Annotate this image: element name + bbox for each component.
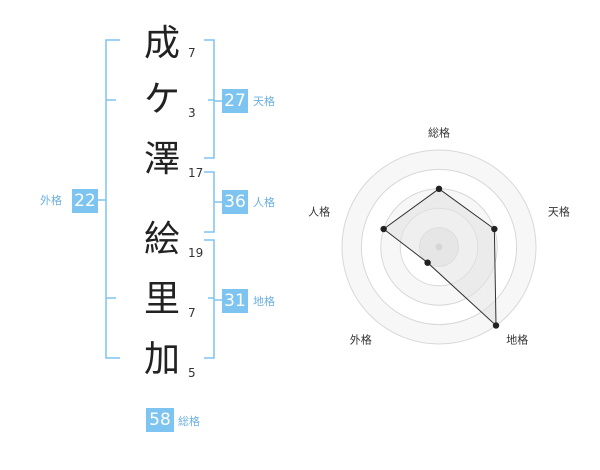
radar-point-2 bbox=[491, 225, 498, 233]
radar-point-4 bbox=[424, 259, 431, 266]
gaikaku-badge: 22 bbox=[72, 189, 98, 213]
radar-axis-label-1: 総格 bbox=[428, 126, 450, 140]
name-char-6: 加 bbox=[143, 339, 180, 380]
tenkaku-label: 天格 bbox=[253, 95, 275, 108]
tenkaku-bracket bbox=[204, 39, 215, 159]
radar-axis-label-4: 外格 bbox=[350, 333, 372, 347]
radar-data-polygon bbox=[382, 188, 497, 327]
name-char-5: 里 bbox=[143, 279, 180, 320]
gaikaku-bracket bbox=[105, 39, 120, 359]
gaikaku-label: 外格 bbox=[40, 194, 62, 207]
radar-axis-label-2: 天格 bbox=[548, 205, 570, 219]
chikaku-bracket bbox=[204, 239, 215, 359]
radar-point-1 bbox=[435, 185, 443, 192]
chikaku-badge: 31 bbox=[222, 289, 248, 313]
stroke-count-3: 17 bbox=[188, 166, 204, 180]
jinkaku-badge: 36 bbox=[222, 190, 248, 214]
stroke-count-1: 7 bbox=[188, 46, 196, 60]
radar-axis-label-3: 地格 bbox=[506, 333, 528, 347]
name-char-1: 成 bbox=[143, 23, 180, 64]
radar-point-3 bbox=[492, 322, 500, 329]
name-char-4: 絵 bbox=[143, 219, 180, 260]
jinkaku-label: 人格 bbox=[253, 196, 275, 209]
radar-axis-label-5: 人格 bbox=[308, 205, 330, 219]
stroke-count-2: 3 bbox=[188, 106, 196, 120]
soukaku-label: 総格 bbox=[178, 415, 200, 428]
radar-point-5 bbox=[380, 225, 387, 233]
chikaku-label: 地格 bbox=[253, 295, 275, 308]
stroke-count-6: 5 bbox=[188, 366, 196, 380]
name-char-2: ケ bbox=[143, 79, 180, 120]
name-char-3: 澤 bbox=[143, 139, 180, 180]
stroke-count-4: 19 bbox=[188, 246, 204, 260]
tenkaku-badge: 27 bbox=[222, 89, 248, 113]
soukaku-badge: 58 bbox=[146, 408, 174, 432]
stroke-count-5: 7 bbox=[188, 306, 196, 320]
